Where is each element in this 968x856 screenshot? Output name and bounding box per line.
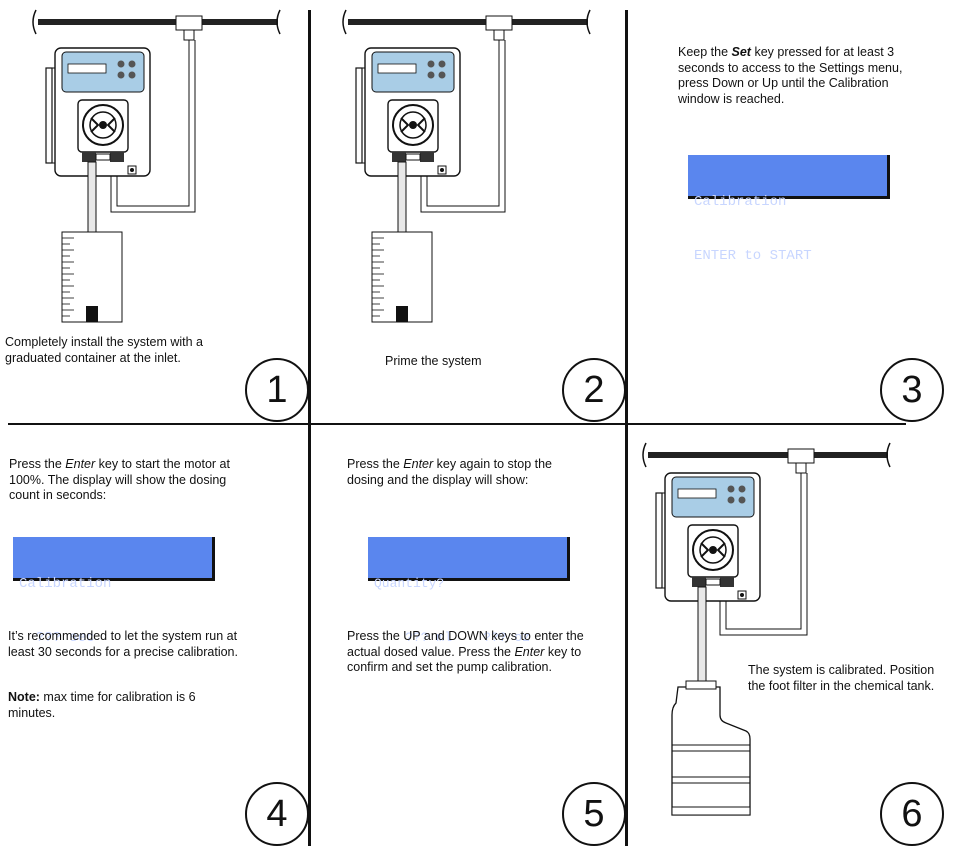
- lcd-line-1: Quantity?: [374, 576, 445, 591]
- step-5-enter-key-2: Enter: [514, 644, 545, 659]
- step-3-text-post: key pressed for at least 3 seconds to ac…: [678, 45, 903, 106]
- step-4-number: 4: [245, 782, 309, 846]
- step-5-number: 5: [562, 782, 626, 846]
- step-5-enter-key: Enter: [403, 457, 434, 471]
- step-4-text-pre: Press the: [9, 457, 66, 471]
- step-5-text2-post: key to confirm and set the pump calibrat…: [347, 644, 582, 675]
- lcd-display-seconds: Calibration ??? sec: [13, 537, 215, 646]
- step-1-number: 1: [245, 358, 309, 422]
- installation-diagram-6: [642, 442, 891, 816]
- step-3-text-pre: Keep the: [678, 45, 732, 59]
- lcd-display-quantity: Quantity? ??? ml ??? oz: [368, 537, 570, 645]
- lcd-line-2: ??? ml ??? oz: [374, 630, 531, 645]
- installation-diagram-2: [342, 9, 591, 323]
- grid-vertical-right: [625, 10, 628, 846]
- lcd-line-1: Calibration: [19, 576, 112, 592]
- step-6-text: The system is calibrated. Position the f…: [748, 663, 935, 693]
- installation-diagram-1: [32, 9, 281, 323]
- step-5-text-pre: Press the: [347, 457, 404, 471]
- step-4-text-post: key to start the motor at 100%. The disp…: [9, 457, 230, 502]
- step-2-number: 2: [562, 358, 626, 422]
- step-5-text: Press the Enter key again to stop the do…: [347, 457, 582, 488]
- step-5-instructions: Press the UP and DOWN keys to enter the …: [347, 629, 587, 676]
- grid-horizontal: [8, 423, 906, 425]
- step-3-number: 3: [880, 358, 944, 422]
- step-4-note: Note: max time for calibration is 6 minu…: [8, 690, 243, 721]
- step-4-recommendation: It’s recommended to let the system run a…: [8, 629, 238, 659]
- step-5-text2-pre: Press the UP and DOWN keys to enter the …: [347, 629, 584, 659]
- step-5-text-post: key again to stop the dosing and the dis…: [347, 457, 553, 487]
- lcd-line-2: ??? sec: [19, 630, 95, 646]
- step-1-text: Completely install the system with a gra…: [5, 335, 203, 365]
- lcd-line-1: Calibration: [694, 194, 787, 210]
- step-6-number: 6: [880, 782, 944, 846]
- step-2-text: Prime the system: [385, 354, 482, 368]
- note-text: max time for calibration is 6 minutes.: [8, 690, 196, 720]
- step-4-enter-key: Enter: [65, 457, 96, 471]
- lcd-display-calibration: Calibration ENTER to START: [688, 155, 890, 264]
- lcd-line-2: ENTER to START: [694, 248, 812, 264]
- note-label: Note:: [8, 690, 40, 704]
- step-4-text: Press the Enter key to start the motor a…: [9, 457, 259, 504]
- step-3-set-key: Set: [731, 45, 751, 59]
- step-3-text: Keep the Set key pressed for at least 3 …: [678, 45, 928, 107]
- grid-vertical-left: [308, 10, 311, 846]
